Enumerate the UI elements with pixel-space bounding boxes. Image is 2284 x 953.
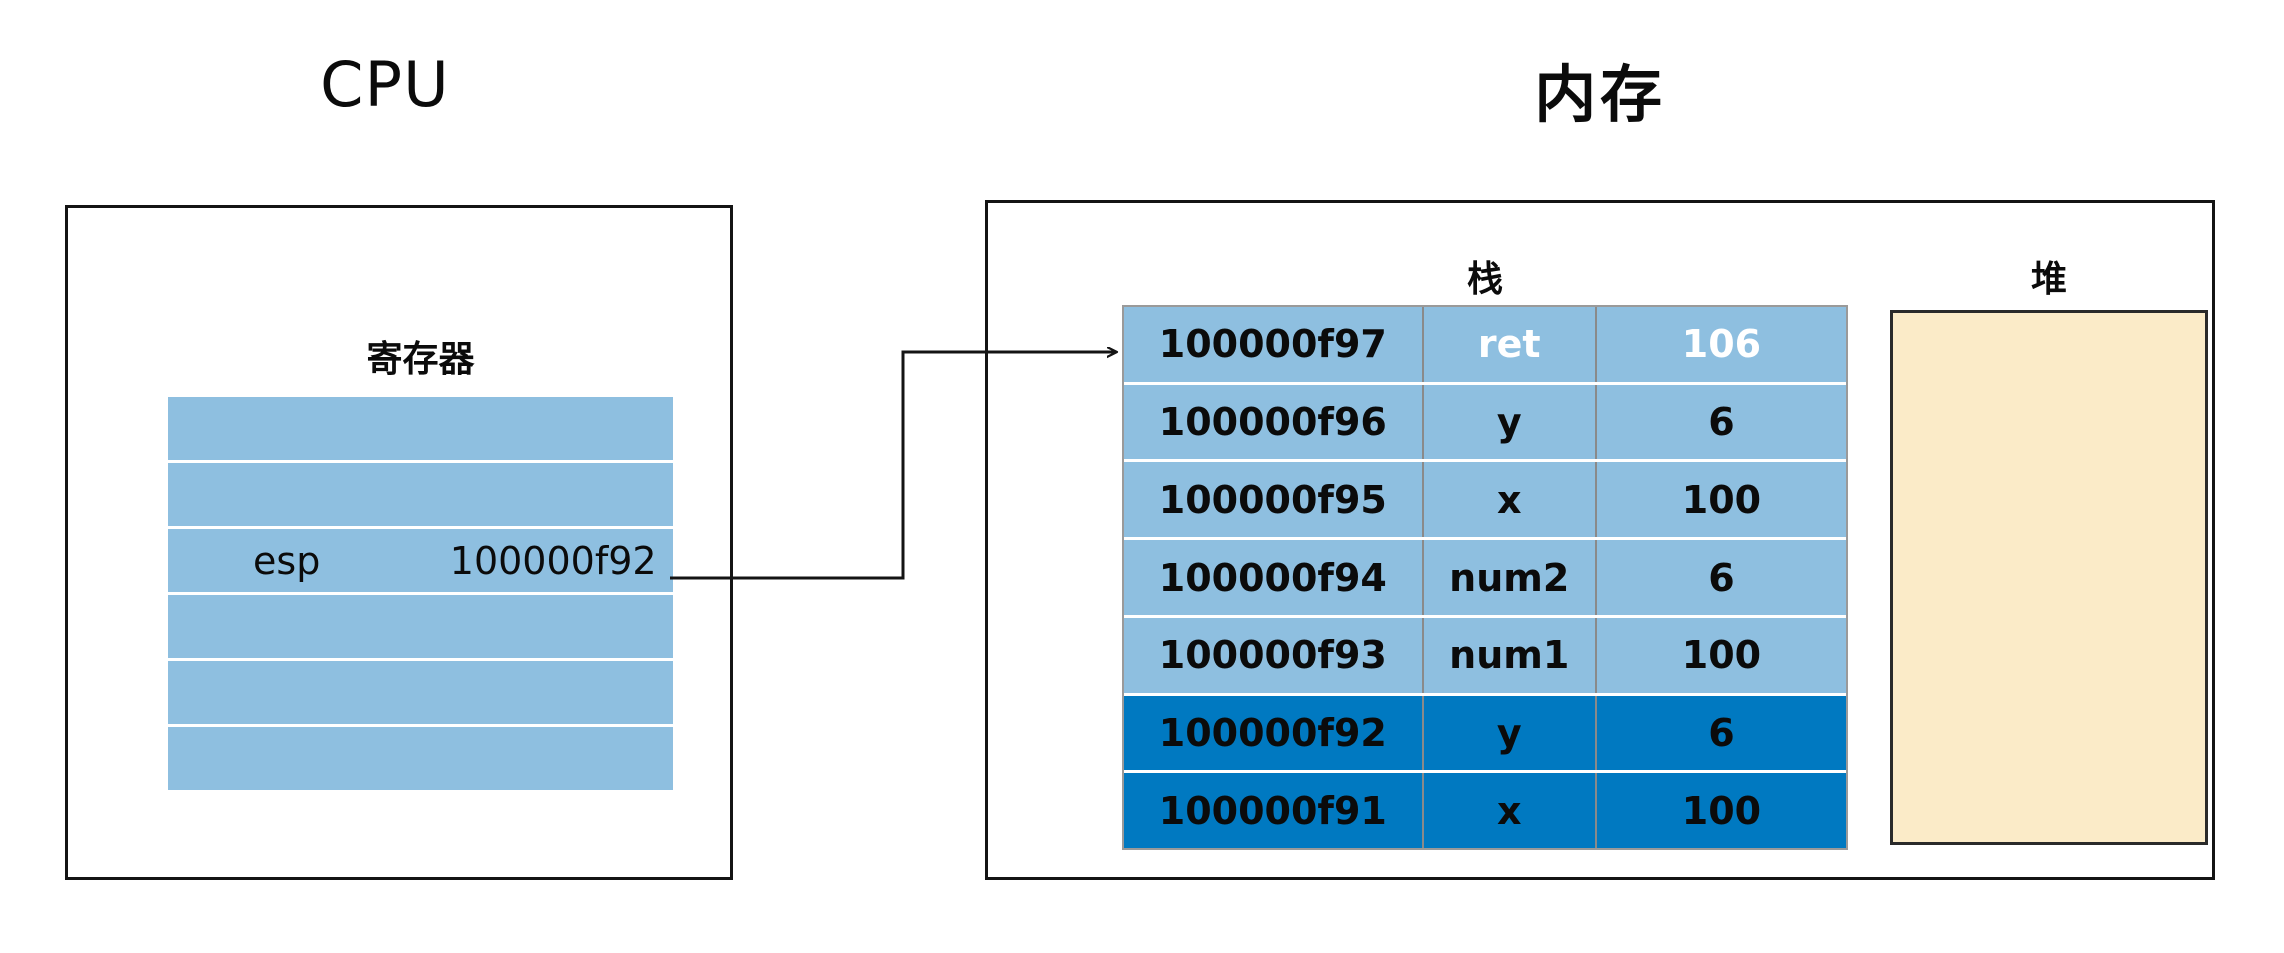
stack-address-cell: 100000f95 xyxy=(1124,462,1424,538)
register-name-cell-esp: esp xyxy=(253,538,321,583)
register-name-cell xyxy=(168,595,405,658)
register-value-cell xyxy=(405,397,673,460)
stack-value-cell: 100 xyxy=(1681,477,1762,522)
register-value-cell xyxy=(405,595,673,658)
stack-row: 100000f95 x 100 xyxy=(1124,462,1846,541)
stack-variable-cell: num2 xyxy=(1424,540,1597,615)
stack-row-highlight: 100000f92 y 6 xyxy=(1124,695,1846,774)
register-table: esp 100000f92 xyxy=(168,397,673,790)
register-row-esp: esp 100000f92 xyxy=(168,529,673,595)
heap-label: 堆 xyxy=(2030,259,2067,300)
stack-variable-cell: x xyxy=(1424,773,1597,849)
register-value-cell xyxy=(405,463,673,526)
stack-address-cell: 100000f93 xyxy=(1124,617,1424,693)
stack-value-cell: 6 xyxy=(1708,555,1735,600)
register-name-cell xyxy=(168,727,405,790)
stack-address-cell: 100000f96 xyxy=(1124,384,1424,460)
register-value-cell xyxy=(405,727,673,790)
stack-table: 100000f97 ret 106 100000f96 y 6 100000f9… xyxy=(1122,305,1848,850)
stack-value-cell: 100 xyxy=(1681,788,1762,833)
register-value-cell xyxy=(405,661,673,724)
stack-variable-cell: x xyxy=(1424,462,1597,538)
stack-variable-cell: y xyxy=(1424,695,1597,771)
stack-address-cell: 100000f91 xyxy=(1124,773,1424,849)
stack-row: 100000f97 ret 106 xyxy=(1124,307,1846,385)
stack-row: 100000f94 num2 6 xyxy=(1124,540,1846,618)
memory-title: 内存 xyxy=(1534,58,1666,131)
register-value-text-esp: 100000f92 xyxy=(449,538,657,583)
register-row xyxy=(168,661,673,727)
stack-label: 栈 xyxy=(1466,259,1503,300)
stack-address-cell: 100000f92 xyxy=(1124,695,1424,771)
stack-variable-cell: ret xyxy=(1424,307,1597,382)
stack-row: 100000f93 num1 100 xyxy=(1124,617,1846,696)
stack-value-cell: 6 xyxy=(1708,400,1735,445)
register-label: 寄存器 xyxy=(366,339,475,380)
stack-variable-cell: num1 xyxy=(1424,617,1597,693)
register-row xyxy=(168,397,673,463)
register-name-cell xyxy=(168,661,405,724)
register-name-cell xyxy=(168,463,405,526)
stack-value-cell: 6 xyxy=(1708,710,1735,755)
register-value-cell-esp: 100000f92 xyxy=(405,529,673,592)
stack-row-highlight: 100000f91 x 100 xyxy=(1124,773,1846,849)
stack-value-cell: 100 xyxy=(1681,633,1762,678)
heap-box xyxy=(1890,310,2208,845)
stack-row: 100000f96 y 6 xyxy=(1124,384,1846,463)
register-row xyxy=(168,727,673,790)
stack-address-cell: 100000f94 xyxy=(1124,540,1424,615)
stack-variable-cell: y xyxy=(1424,384,1597,460)
cpu-title: CPU xyxy=(320,48,450,121)
register-row xyxy=(168,463,673,529)
register-row xyxy=(168,595,673,661)
stack-value-cell: 106 xyxy=(1681,322,1762,367)
stack-address-cell: 100000f97 xyxy=(1124,307,1424,382)
register-name-cell xyxy=(168,397,405,460)
